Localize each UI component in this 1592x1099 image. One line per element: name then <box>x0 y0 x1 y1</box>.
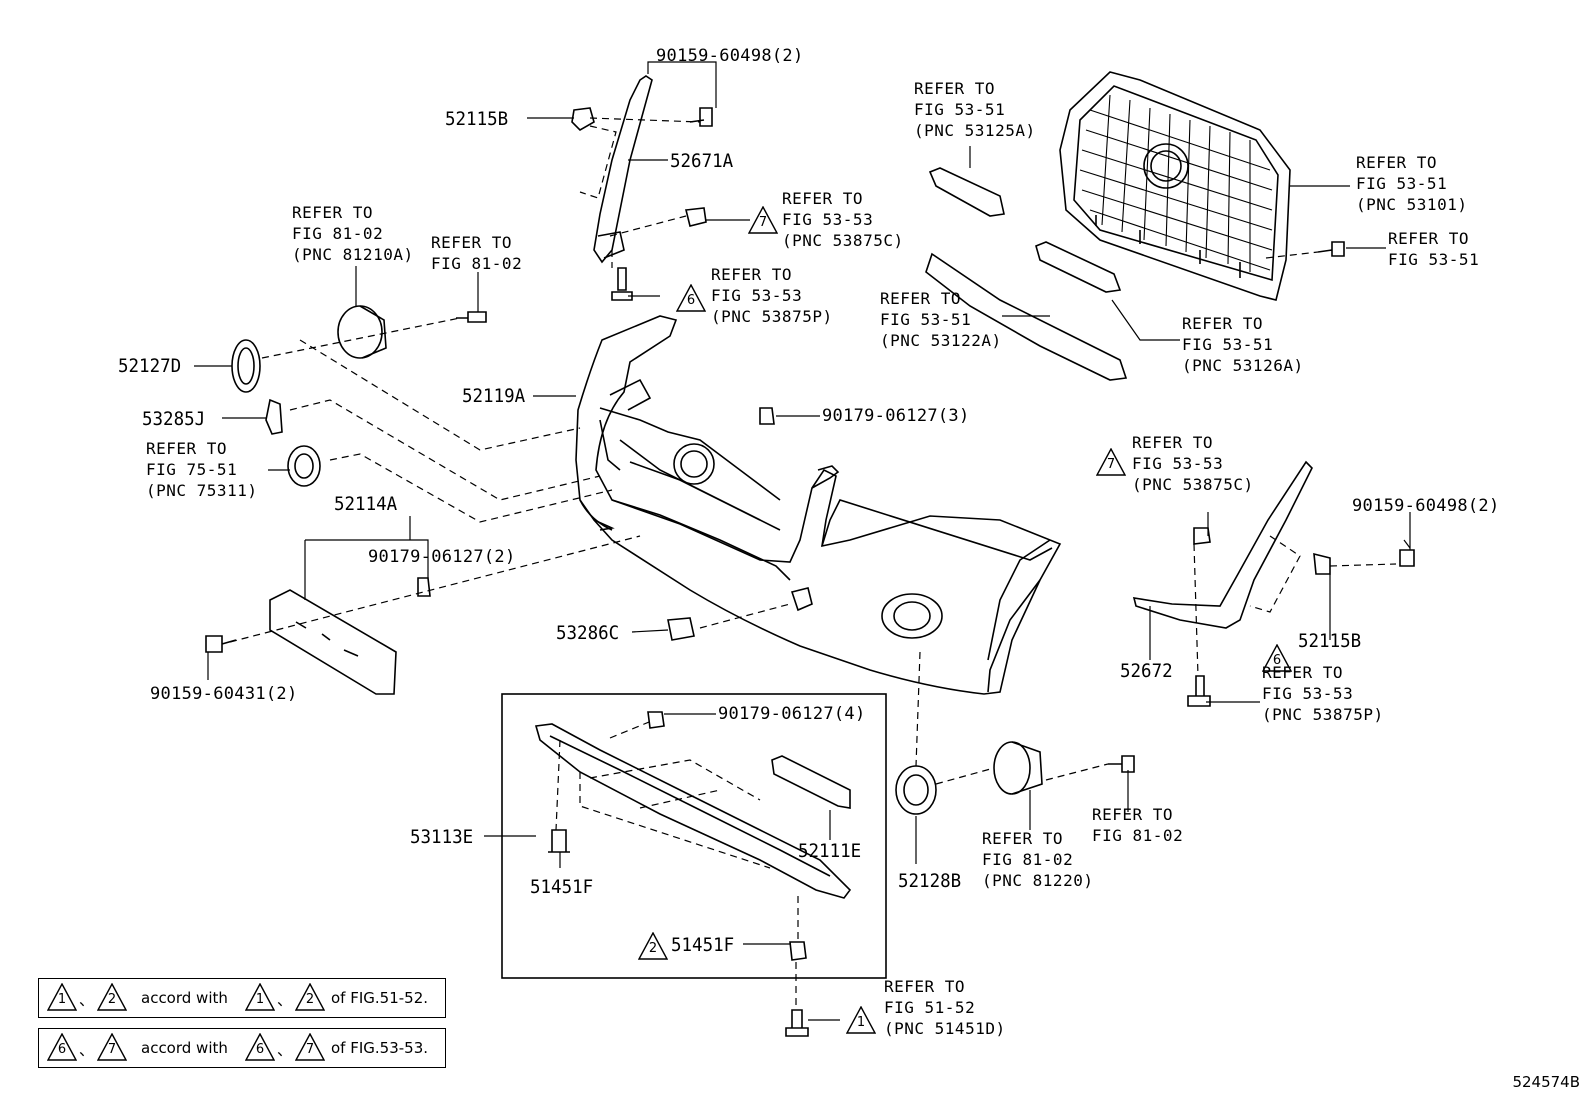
cover-53286C <box>667 617 695 641</box>
nut-90179-06127-3 <box>759 407 775 425</box>
molding-53122A <box>925 252 1128 381</box>
ring-52128B <box>895 765 937 815</box>
triangle-6-top: 6 <box>675 283 707 312</box>
screw-51451D <box>785 1009 809 1037</box>
ref-75311: REFER TO FIG 75-51 (PNC 75311) <box>146 439 258 500</box>
triangle-6-right: 6 <box>1261 643 1293 672</box>
clip-52115B-top <box>571 107 595 131</box>
molding-53126A <box>1035 241 1122 293</box>
label-53285J: 53285J <box>142 408 206 430</box>
label-90159-60431: 90159-60431(2) <box>150 684 298 704</box>
note-1: 1 、 2 accord with 1 、 2 of FIG.51-52. <box>38 978 446 1018</box>
note1-text: accord with <box>141 989 228 1007</box>
note2-tail: of FIG.53-53. <box>331 1039 429 1057</box>
clip-52115B-right <box>1313 552 1331 575</box>
screw-90159-60498-right <box>1399 549 1415 567</box>
clip-53875C-top <box>685 207 707 227</box>
housing-81210A <box>337 305 387 359</box>
label-52119A: 52119A <box>462 385 526 407</box>
emblem-75311 <box>287 445 321 487</box>
ref-53875C-top: REFER TO FIG 53-53 (PNC 53875C) <box>782 189 904 250</box>
note2-sep-2: 、 <box>277 1041 293 1059</box>
ref-53101: REFER TO FIG 53-51 (PNC 53101) <box>1356 153 1468 214</box>
bracket-52671A <box>593 75 653 264</box>
label-90159-60498-top: 90159-60498(2) <box>656 46 804 66</box>
note-2: 6 、 7 accord with 6 、 7 of FIG.53-53. <box>38 1028 446 1068</box>
label-52115B-top: 52115B <box>445 108 509 130</box>
label-90179-06127-4: 90179-06127(4) <box>718 704 866 724</box>
ref-53875P-right: REFER TO FIG 53-53 (PNC 53875P) <box>1262 663 1384 724</box>
note1-triangle-c: 1 <box>244 982 276 1011</box>
triangle-7-top: 7 <box>747 205 779 234</box>
bolt-53-51 <box>1317 241 1345 257</box>
bolt-90159-60431 <box>205 635 237 653</box>
ring-52127D <box>231 339 261 393</box>
screw-90159-60498-top <box>689 107 713 127</box>
lower-grille-53113E <box>534 723 852 899</box>
nut-90179-06127-4 <box>647 711 665 729</box>
label-51451F-bottom: 51451F <box>671 934 735 956</box>
ref-81210A: REFER TO FIG 81-02 (PNC 81210A) <box>292 203 414 264</box>
label-52114A: 52114A <box>334 493 398 515</box>
note2-triangle-b: 7 <box>96 1032 128 1061</box>
label-52672: 52672 <box>1120 660 1173 682</box>
note2-triangle-c: 6 <box>244 1032 276 1061</box>
nut-90179-06127-2 <box>417 577 431 597</box>
ref-53-51-bolt: REFER TO FIG 53-51 <box>1388 229 1480 269</box>
triangle-1-bottom: 1 <box>845 1005 877 1034</box>
bracket-52672 <box>1132 460 1313 629</box>
ref-53875C-right: REFER TO FIG 53-53 (PNC 53875C) <box>1132 433 1254 494</box>
triangle-2-clip: 2 <box>637 931 669 960</box>
fog-lamp-81220 <box>993 741 1043 795</box>
ref-53126A: REFER TO FIG 53-51 (PNC 53126A) <box>1182 314 1304 375</box>
note1-tail: of FIG.51-52. <box>331 989 429 1007</box>
ref-53875P-top: REFER TO FIG 53-53 (PNC 53875P) <box>711 265 833 326</box>
ref-53125A: REFER TO FIG 53-51 (PNC 53125A) <box>914 79 1036 140</box>
label-52111E: 52111E <box>798 840 862 862</box>
screw-53875P-top <box>611 267 633 301</box>
label-52128B: 52128B <box>898 870 962 892</box>
dashed-lines <box>229 117 1397 1010</box>
ref-51451D: REFER TO FIG 51-52 (PNC 51451D) <box>884 977 1006 1038</box>
note1-triangle-b: 2 <box>96 982 128 1011</box>
note2-sep-1: 、 <box>79 1041 95 1059</box>
label-51451F-left: 51451F <box>530 876 594 898</box>
triangle-7-right: 7 <box>1095 447 1127 476</box>
label-53286C: 53286C <box>556 622 620 644</box>
label-53113E: 53113E <box>410 826 474 848</box>
screw-53875P-right <box>1187 675 1211 707</box>
clip-51451F-left <box>548 829 570 853</box>
label-52127D: 52127D <box>118 355 182 377</box>
cap-53285J <box>265 398 283 435</box>
note2-text: accord with <box>141 1039 228 1057</box>
note1-triangle-d: 2 <box>294 982 326 1011</box>
label-90159-60498-right: 90159-60498(2) <box>1352 496 1500 516</box>
document-id: 524574B <box>1512 1073 1580 1091</box>
clip-51451F-bottom <box>789 941 807 961</box>
label-52671A: 52671A <box>670 150 734 172</box>
note2-triangle-a: 6 <box>46 1032 78 1061</box>
ref-81-02-left: REFER TO FIG 81-02 <box>431 233 523 273</box>
bolt-81-02-right <box>1108 755 1135 773</box>
license-bracket-52114A <box>269 589 397 695</box>
garnish-52111E <box>771 755 851 809</box>
clip-53875C-right <box>1193 527 1211 545</box>
leader-lines <box>194 61 1411 1021</box>
note2-triangle-d: 7 <box>294 1032 326 1061</box>
label-52115B-right: 52115B <box>1298 630 1362 652</box>
note1-triangle-a: 1 <box>46 982 78 1011</box>
label-90179-06127-3: 90179-06127(3) <box>822 406 970 426</box>
grille-53101 <box>1059 71 1291 301</box>
ref-53122A: REFER TO FIG 53-51 (PNC 53122A) <box>880 289 1002 350</box>
label-90179-06127-2: 90179-06127(2) <box>368 547 516 567</box>
bolt-81-02-left <box>456 311 487 323</box>
bumper-cover-52119A <box>575 315 1062 695</box>
note1-sep-2: 、 <box>277 991 293 1009</box>
molding-53125A <box>928 167 1005 217</box>
note1-sep-1: 、 <box>79 991 95 1009</box>
ref-81220: REFER TO FIG 81-02 (PNC 81220) <box>982 829 1094 890</box>
ref-81-02-right: REFER TO FIG 81-02 <box>1092 805 1184 845</box>
